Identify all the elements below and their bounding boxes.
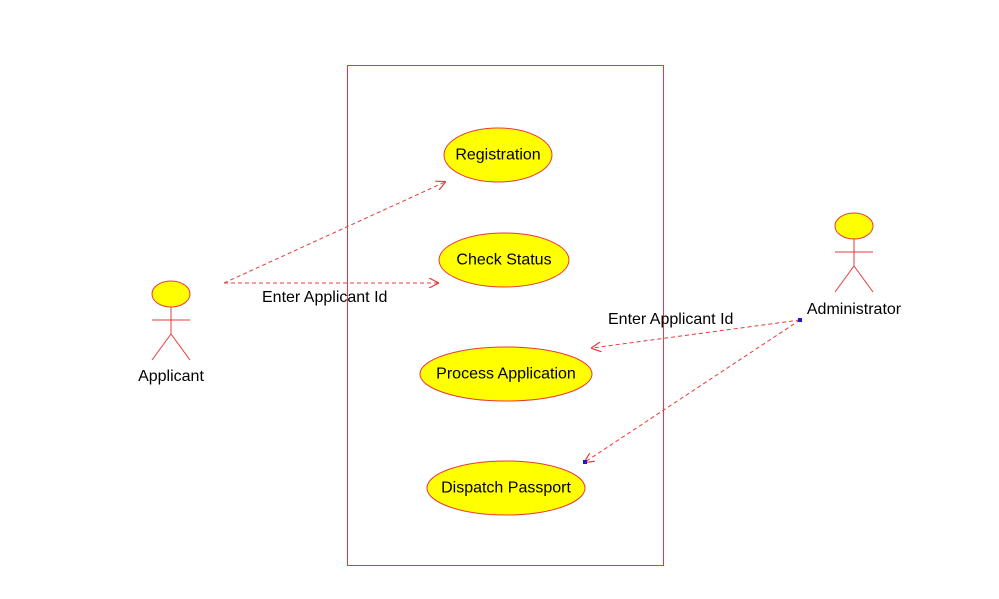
use-case-process-application[interactable]: Process Application xyxy=(419,346,593,402)
edge-applicant-check-status-label: Enter Applicant Id xyxy=(262,289,387,306)
use-case-check-status-label: Check Status xyxy=(456,252,551,269)
use-case-dispatch-passport-label: Dispatch Passport xyxy=(441,480,571,497)
edge-applicant-registration[interactable] xyxy=(223,182,445,284)
edge-admin-process-application-label: Enter Applicant Id xyxy=(608,311,733,328)
actor-applicant-right-leg xyxy=(170,333,191,361)
actor-applicant[interactable]: Applicant xyxy=(138,280,204,385)
use-case-dispatch-passport[interactable]: Dispatch Passport xyxy=(426,460,586,516)
system-boundary xyxy=(347,65,664,566)
use-case-process-application-label: Process Application xyxy=(436,366,576,383)
actor-administrator-label: Administrator xyxy=(807,301,902,318)
actor-administrator[interactable]: Administrator xyxy=(807,212,902,318)
edge-endpoint-handle[interactable] xyxy=(583,460,587,464)
actor-administrator-left-leg xyxy=(834,265,855,293)
edge-admin-dispatch-passport[interactable] xyxy=(585,319,801,462)
actor-applicant-left-leg xyxy=(151,333,172,361)
actor-administrator-right-leg xyxy=(853,265,874,293)
use-case-registration-label: Registration xyxy=(455,147,540,164)
use-case-check-status[interactable]: Check Status xyxy=(438,232,570,288)
edge-endpoint-handle[interactable] xyxy=(798,318,802,322)
actor-administrator-head xyxy=(834,212,874,240)
use-case-registration[interactable]: Registration xyxy=(443,127,553,183)
actor-applicant-label: Applicant xyxy=(138,368,204,385)
actor-applicant-head xyxy=(151,280,191,308)
